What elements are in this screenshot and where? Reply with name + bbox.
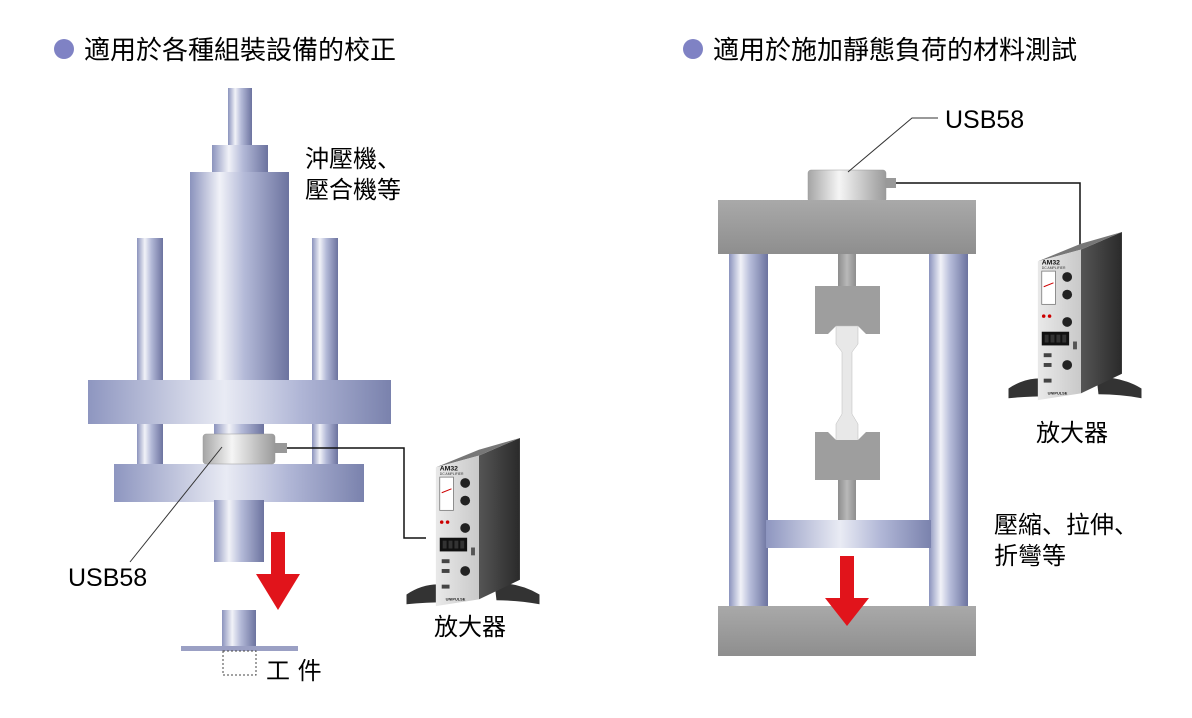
left-load-sensor (202, 433, 287, 465)
bullet-icon (54, 38, 74, 59)
left-amplifier-label: 放大器 (434, 613, 506, 641)
right-sensor-label: USB58 (945, 106, 1025, 134)
test-label-line2: 折彎等 (994, 542, 1066, 571)
machine-label-line2: 壓合機等 (305, 176, 401, 205)
bullet-icon (683, 38, 703, 59)
test-label-line1: 壓縮、拉伸、 (994, 511, 1138, 539)
machine-label-line1: 沖壓機、 (305, 145, 401, 173)
left-amplifier-icon (405, 438, 541, 607)
right-amplifier-icon (1007, 232, 1143, 401)
right-sensor-leader (847, 117, 938, 173)
right-heading: 適用於施加靜態負荷的材料測試 (683, 30, 1077, 67)
right-amplifier-label: 放大器 (1036, 419, 1108, 447)
left-sensor-label: USB58 (68, 564, 148, 592)
left-down-arrow-icon (256, 532, 300, 610)
left-sensor-leader (129, 446, 223, 563)
test-label: 壓縮、拉伸、 折彎等 (994, 510, 1138, 572)
machine-label: 沖壓機、 壓合機等 (305, 144, 401, 206)
right-heading-text: 適用於施加靜態負荷的材料測試 (713, 36, 1078, 66)
workpiece-label: 工 件 (266, 657, 322, 685)
left-heading-text: 適用於各種組裝設備的校正 (84, 36, 397, 66)
test-frame (718, 169, 976, 656)
right-down-arrow-icon (825, 556, 869, 626)
press-machine (88, 88, 391, 676)
right-cable (896, 182, 1081, 248)
left-cable (287, 447, 426, 539)
left-heading: 適用於各種組裝設備的校正 (54, 30, 396, 67)
